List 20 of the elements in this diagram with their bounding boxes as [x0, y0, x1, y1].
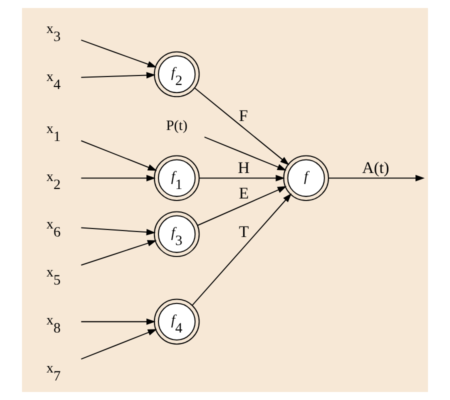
arrow [81, 140, 158, 171]
edge-label: A(t) [362, 158, 390, 177]
arrow [197, 186, 287, 226]
arrow [192, 193, 292, 306]
arrow [81, 240, 157, 266]
arrow [81, 227, 156, 236]
arrow [204, 136, 287, 171]
arrow [81, 72, 156, 78]
arrow [81, 174, 156, 182]
node-text: P(t) [166, 118, 188, 134]
edge-label: E [238, 183, 249, 202]
arrow [81, 329, 158, 360]
arrow [81, 40, 157, 68]
edge-label: F [238, 106, 248, 125]
edge-label: T [238, 222, 249, 241]
arrow [81, 318, 156, 325]
arrow [199, 174, 285, 182]
edge-label: H [238, 158, 250, 177]
arrow [328, 174, 425, 182]
arrow [194, 88, 290, 166]
